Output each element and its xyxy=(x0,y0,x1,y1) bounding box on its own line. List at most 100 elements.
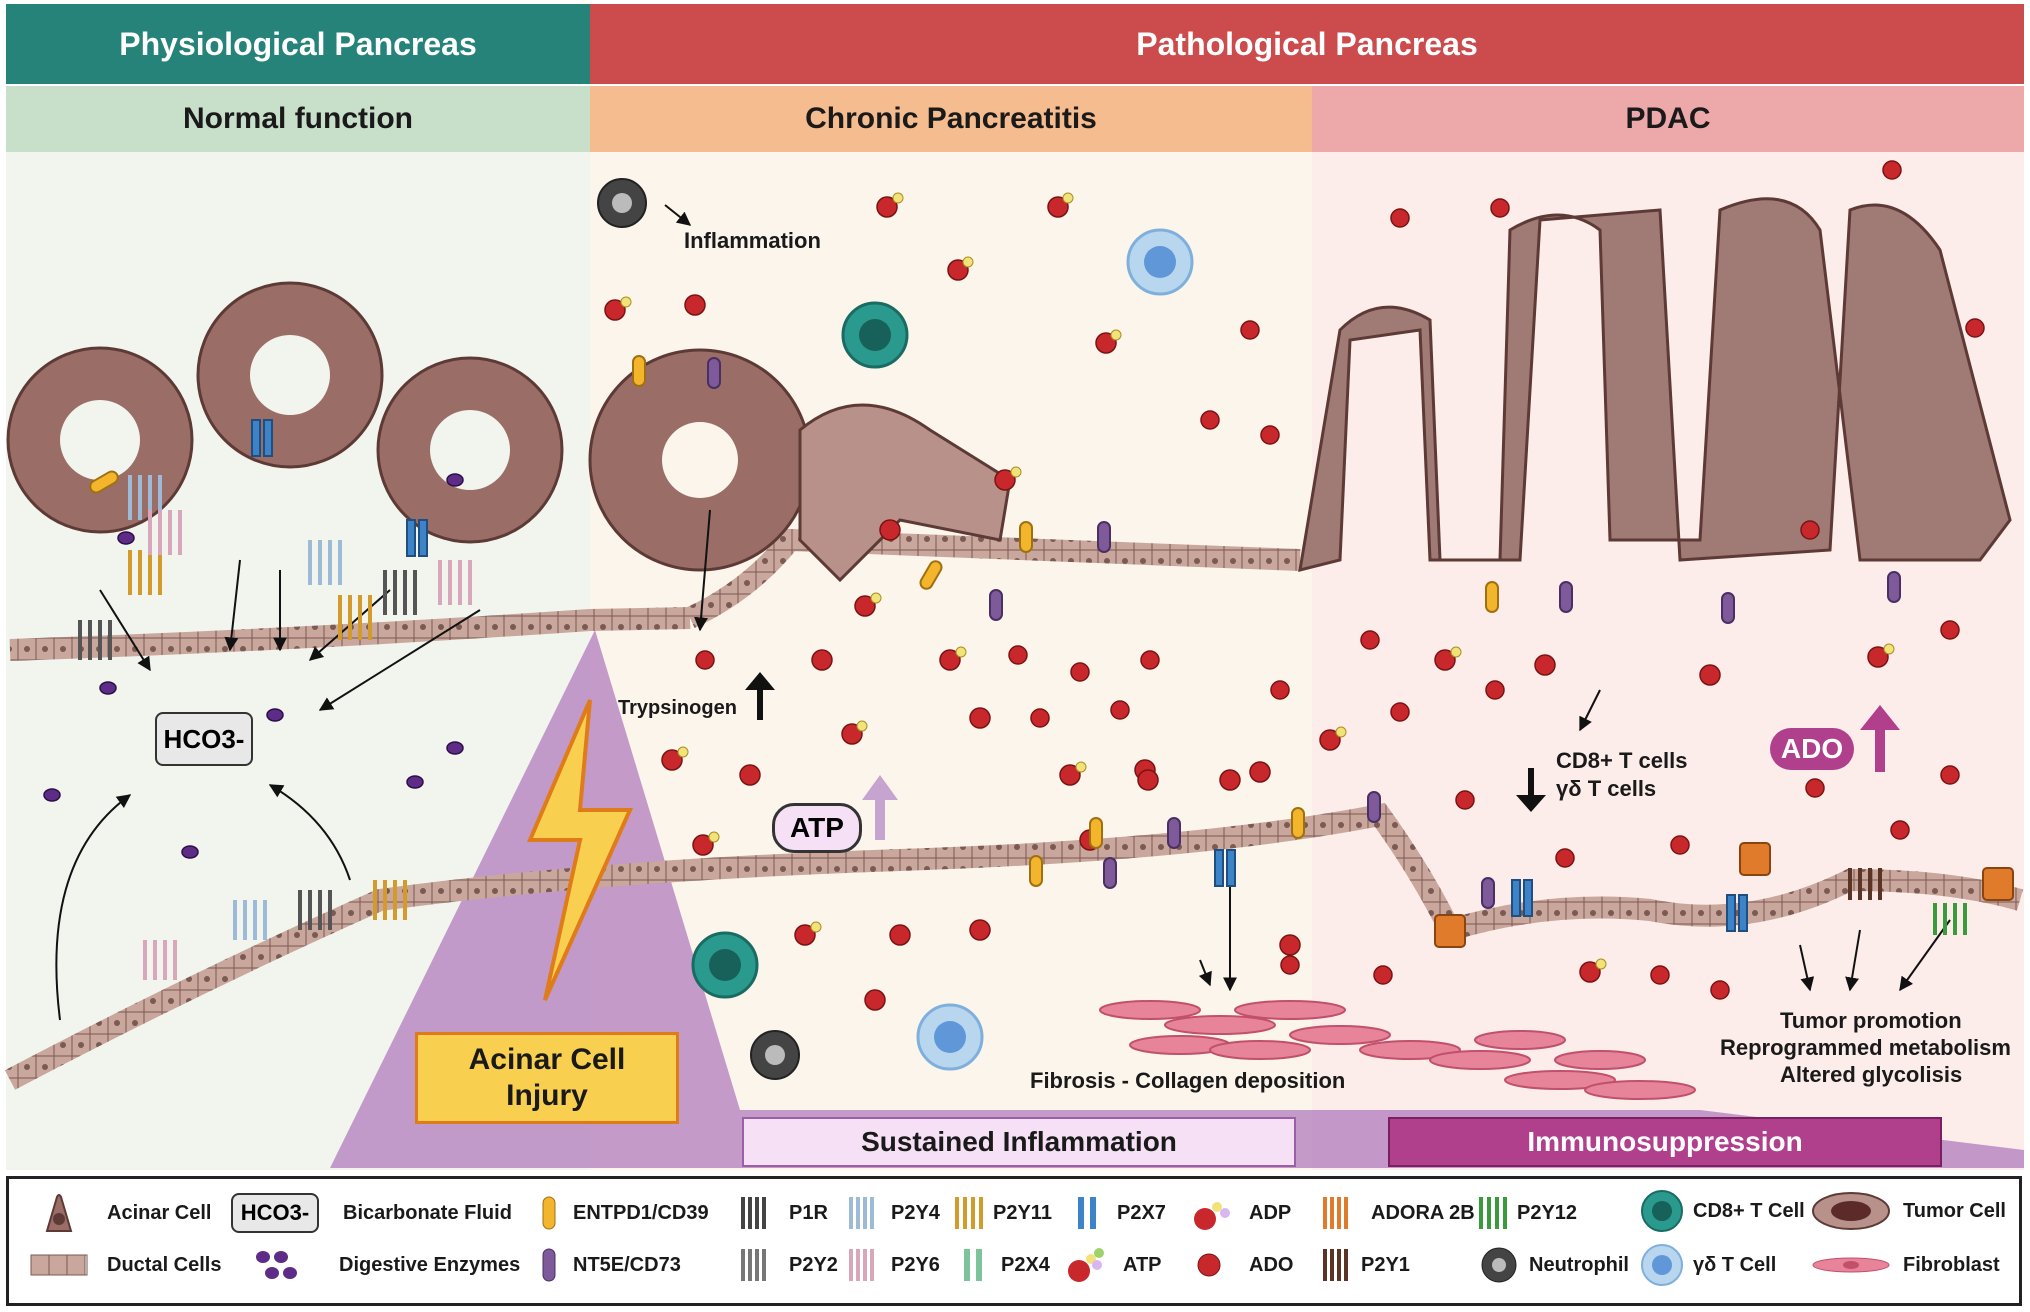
legend-entpd1: ENTPD1/CD39 xyxy=(539,1191,709,1235)
legend-p2y2-label: P2Y2 xyxy=(789,1253,838,1276)
legend-nt5e-label: NT5E/CD73 xyxy=(573,1253,681,1276)
pathological-header: Pathological Pancreas xyxy=(590,4,2024,84)
acinar-cluster-chronic xyxy=(588,348,1012,583)
atp-molecule-icon xyxy=(1068,1248,1104,1282)
legend-nt5e: NT5E/CD73 xyxy=(539,1243,681,1287)
injury-line1: Acinar Cell xyxy=(468,1043,626,1076)
legend-p2y1: P2Y1 xyxy=(1319,1243,1410,1287)
fibroblast-icon xyxy=(1812,1257,1890,1273)
legend-p2x4-label: P2X4 xyxy=(1001,1253,1050,1276)
legend-p2x7-label: P2X7 xyxy=(1117,1201,1166,1224)
p2y1-receptors xyxy=(1848,868,1882,900)
legend-fibroblast: Fibroblast xyxy=(1809,1243,2000,1287)
gd-t-cells xyxy=(916,228,1194,1071)
acinar-cell-injury-box: Acinar Cell Injury xyxy=(415,1032,679,1124)
p2y1-receptor-icon xyxy=(1323,1249,1348,1281)
atp-adp-molecules xyxy=(604,192,1895,1011)
fibroblasts xyxy=(1099,1000,1696,1100)
legend-p2y11: P2Y11 xyxy=(951,1191,1052,1235)
p2y6-receptor-icon xyxy=(849,1249,874,1281)
legend-adora2b: ADORA 2B xyxy=(1319,1191,1475,1235)
p2x7-receptors xyxy=(251,419,1748,932)
p2y11-receptor-icon xyxy=(955,1197,983,1229)
lightning-icon xyxy=(526,699,634,1001)
legend-p1r: P1R xyxy=(737,1191,828,1235)
legend-ductal-label: Ductal Cells xyxy=(107,1253,222,1276)
ductal-cells-icon xyxy=(30,1254,88,1276)
adora2b-receptor-icon xyxy=(1323,1197,1348,1229)
legend: Acinar Cell Ductal Cells HCO3- Bicarbona… xyxy=(6,1176,2022,1306)
hco3-box: HCO3- xyxy=(155,712,253,766)
legend-adp: ADP xyxy=(1191,1191,1291,1235)
legend-ado: ADO xyxy=(1195,1243,1293,1287)
nt5e-markers xyxy=(707,357,1901,909)
fibrosis-label: Fibrosis - Collagen deposition xyxy=(1030,1068,1346,1093)
adora2b-receptors xyxy=(1434,842,2014,948)
trypsinogen-label: Trypsinogen xyxy=(618,697,737,719)
ado-molecules xyxy=(695,160,1985,1000)
cd8-t-cells xyxy=(691,301,909,999)
legend-enzymes: Digestive Enzymes xyxy=(253,1243,520,1287)
ado-up-arrow xyxy=(1860,705,1900,772)
acinar-cell-icon xyxy=(45,1194,73,1232)
altered-glycolisis-label: Altered glycolisis xyxy=(1780,1062,1963,1087)
basal-duct xyxy=(4,802,2024,1090)
p2x7-receptor-icon xyxy=(1078,1197,1096,1229)
legend-atp-label: ATP xyxy=(1123,1253,1162,1276)
legend-p2x4: P2X4 xyxy=(959,1243,1050,1287)
digestive-enzyme-dots xyxy=(43,473,464,859)
adp-molecule-icon xyxy=(1194,1202,1230,1230)
legend-tumor-label: Tumor Cell xyxy=(1903,1199,2006,1222)
p2y-receptors-normal xyxy=(78,475,472,980)
entpd1-markers xyxy=(89,355,1499,887)
legend-p1r-label: P1R xyxy=(789,1201,828,1224)
ado-molecule-icon xyxy=(1197,1253,1221,1277)
legend-p2y4: P2Y4 xyxy=(845,1191,940,1235)
p2y2-receptor-icon xyxy=(741,1249,766,1281)
diagram-canvas xyxy=(4,160,2024,1168)
pdac-header: PDAC xyxy=(1312,86,2024,152)
tcell-down-arrow xyxy=(1516,768,1546,812)
legend-ado-label: ADO xyxy=(1249,1253,1294,1276)
neutrophils xyxy=(597,178,800,1080)
nt5e-icon xyxy=(542,1248,556,1282)
gd-t-cells-label: γδ T cells xyxy=(1556,776,1657,801)
cd8-t-cells-label: CD8+ T cells xyxy=(1556,748,1688,773)
legend-adora2b-label: ADORA 2B xyxy=(1371,1201,1475,1224)
atp-badge: ATP xyxy=(772,803,862,853)
inflammation-label: Inflammation xyxy=(684,228,821,253)
tumor-promotion-label: Tumor promotion xyxy=(1780,1008,1962,1033)
injury-line2: Injury xyxy=(506,1079,588,1112)
acinar-clusters-normal xyxy=(6,281,564,544)
normal-function-header: Normal function xyxy=(6,86,590,152)
gd-t-cell-icon xyxy=(1641,1244,1683,1286)
p1r-receptor-icon xyxy=(741,1197,766,1229)
digestive-enzymes-icon xyxy=(256,1251,297,1279)
legend-gd-label: γδ T Cell xyxy=(1693,1253,1777,1276)
legend-gd: γδ T Cell xyxy=(1639,1243,1776,1287)
legend-p2y12: P2Y12 xyxy=(1475,1191,1577,1235)
legend-p2y6: P2Y6 xyxy=(845,1243,940,1287)
legend-bicarbonate: HCO3- Bicarbonate Fluid xyxy=(231,1191,512,1235)
neutrophil-icon xyxy=(1481,1247,1517,1283)
legend-cd8: CD8+ T Cell xyxy=(1639,1189,1805,1233)
legend-atp: ATP xyxy=(1065,1243,1162,1287)
legend-p2y6-label: P2Y6 xyxy=(891,1253,940,1276)
cd8-t-cell-icon xyxy=(1641,1190,1683,1232)
legend-neutrophil-label: Neutrophil xyxy=(1529,1253,1629,1276)
sustained-inflammation-banner: Sustained Inflammation xyxy=(742,1117,1296,1167)
immunosuppression-banner: Immunosuppression xyxy=(1388,1117,1942,1167)
legend-p2y2: P2Y2 xyxy=(737,1243,838,1287)
legend-adp-label: ADP xyxy=(1249,1201,1292,1224)
chronic-pancreatitis-header: Chronic Pancreatitis xyxy=(590,86,1312,152)
legend-p2y12-label: P2Y12 xyxy=(1517,1201,1578,1224)
legend-p2y11-label: P2Y11 xyxy=(993,1201,1052,1224)
tumor-cell-icon xyxy=(1812,1192,1890,1230)
reprogrammed-metabolism-label: Reprogrammed metabolism xyxy=(1720,1035,2011,1060)
chronic-duct xyxy=(685,528,1301,628)
legend-acinar: Acinar Cell xyxy=(39,1191,211,1235)
legend-tumor: Tumor Cell xyxy=(1809,1189,2006,1233)
p2x4-receptor-icon xyxy=(964,1249,982,1281)
trypsinogen-up-arrow xyxy=(745,672,775,720)
p2y12-receptors xyxy=(1933,903,1967,935)
